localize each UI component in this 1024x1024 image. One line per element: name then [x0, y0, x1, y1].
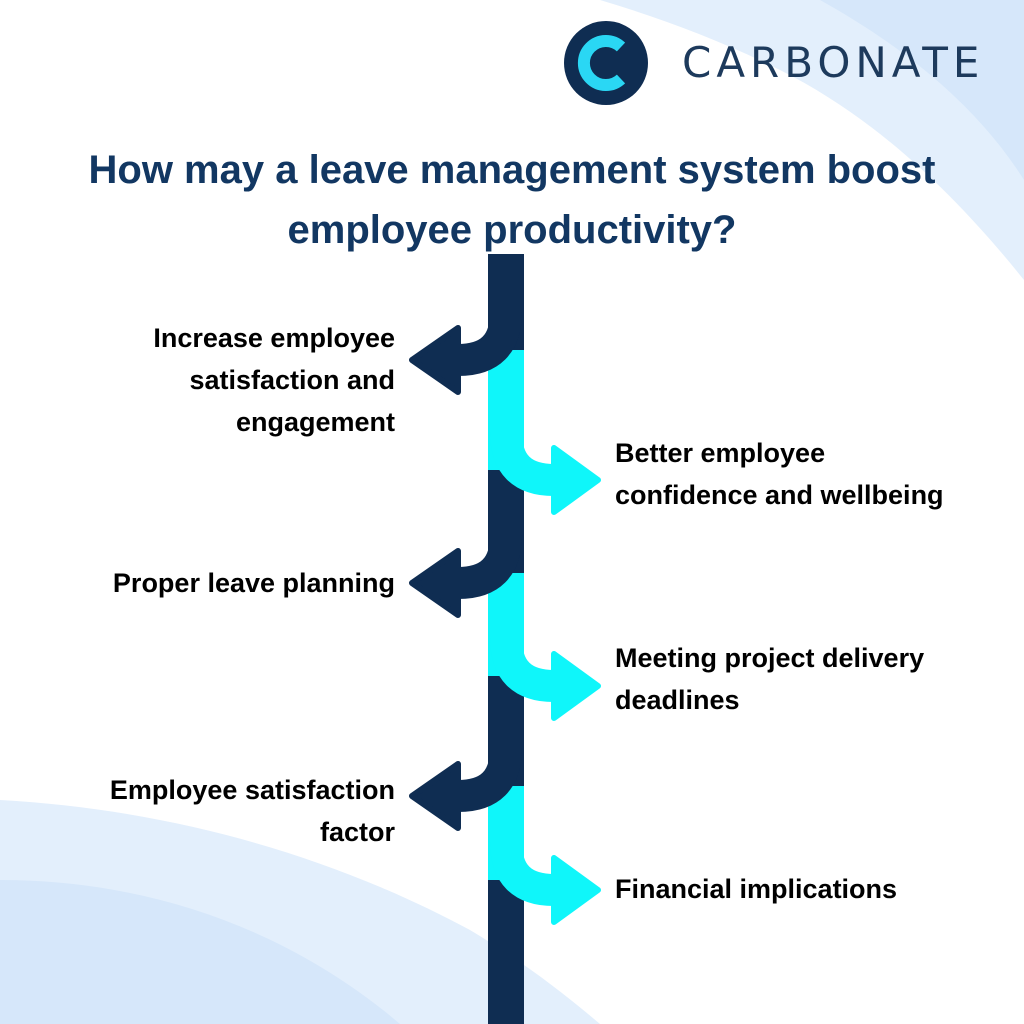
step-label-line: confidence and wellbeing: [615, 480, 944, 510]
top-right-wave: [600, 0, 1024, 280]
step-label-line: Proper leave planning: [112, 568, 395, 598]
step-label-line: Better employee: [615, 438, 826, 468]
branch-arrow-left: [409, 534, 522, 618]
branch-arrow-right: [490, 431, 601, 515]
step-label-line: Increase employee: [153, 323, 395, 353]
step-label-line: Financial implications: [615, 874, 898, 904]
branch-arrow-right: [490, 841, 601, 925]
step-label-4: Meeting project delivery deadlines: [615, 637, 1015, 721]
step-label-line: factor: [319, 817, 395, 847]
step-label-line: satisfaction and: [189, 365, 395, 395]
step-label-3: Proper leave planning: [35, 562, 395, 604]
step-label-2: Better employee confidence and wellbeing: [615, 432, 1015, 516]
title-line-2: employee productivity?: [287, 208, 737, 252]
branch-arrow-left: [409, 311, 522, 395]
top-right-wave-inner: [820, 0, 1024, 180]
carbonate-logo: CARBONATE: [562, 18, 984, 108]
branch-arrow-right: [490, 637, 601, 721]
step-label-line: deadlines: [615, 685, 740, 715]
page-title: How may a leave management system boost …: [0, 140, 1024, 260]
step-label-6: Financial implications: [615, 868, 1015, 910]
step-label-line: Employee satisfaction: [109, 775, 395, 805]
title-line-1: How may a leave management system boost: [88, 148, 936, 192]
brand-name: CARBONATE: [682, 38, 985, 87]
step-label-line: Meeting project delivery: [615, 643, 925, 673]
step-label-5: Employee satisfaction factor: [35, 769, 395, 853]
step-label-1: Increase employee satisfaction and engagem…: [35, 317, 395, 443]
branch-arrow-left: [409, 747, 522, 831]
carbonate-c-logo-icon: [564, 21, 648, 105]
step-label-line: engagement: [235, 407, 395, 437]
bottom-left-wave-inner: [0, 880, 400, 1024]
